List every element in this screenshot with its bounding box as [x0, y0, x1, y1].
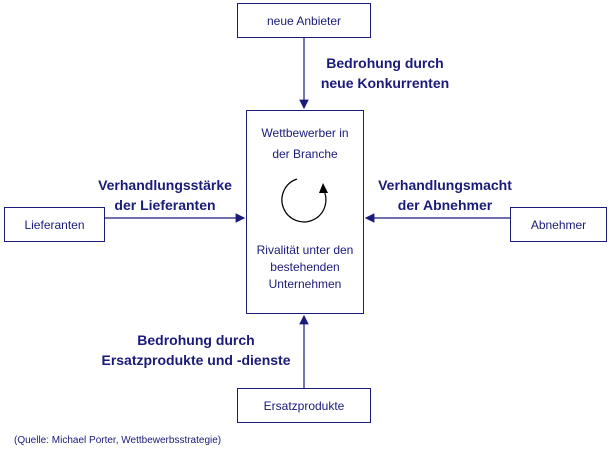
- cycle-arrow-icon: [281, 178, 328, 223]
- buyers-label: Abnehmer: [530, 217, 587, 232]
- industry-competitors-box: Wettbewerber in der Branche Rivalität un…: [246, 110, 364, 314]
- buyers-box: Abnehmer: [510, 207, 607, 242]
- threat-substitutes-label: Bedrohung durch Ersatzprodukte und -dien…: [86, 330, 306, 370]
- supplier-power-line1: Verhandlungsstärke: [98, 177, 232, 193]
- buyer-power-line1: Verhandlungsmacht: [378, 177, 512, 193]
- suppliers-box: Lieferanten: [4, 207, 105, 242]
- substitutes-label: Ersatzprodukte: [263, 398, 345, 413]
- rivalry-line1: Rivalität unter den: [256, 243, 354, 257]
- new-entrants-box: neue Anbieter: [237, 3, 371, 38]
- substitutes-box: Ersatzprodukte: [237, 388, 371, 423]
- buyer-power-line2: der Abnehmer: [397, 197, 493, 213]
- suppliers-label: Lieferanten: [24, 217, 85, 232]
- supplier-power-line2: der Lieferanten: [114, 197, 216, 213]
- supplier-power-label: Verhandlungsstärke der Lieferanten: [80, 175, 250, 215]
- new-entrants-label: neue Anbieter: [266, 13, 342, 28]
- source-citation: (Quelle: Michael Porter, Wettbewerbsstra…: [14, 435, 222, 446]
- threat-new-entrants-label: Bedrohung durch neue Konkurrenten: [305, 53, 465, 93]
- rivalry-line2: bestehenden: [270, 260, 340, 274]
- threat-new-entrants-line2: neue Konkurrenten: [320, 75, 450, 91]
- threat-substitutes-line1: Bedrohung durch: [137, 332, 255, 348]
- competitors-heading: Wettbewerber in der Branche: [247, 123, 363, 165]
- rivalry-line3: Unternehmen: [268, 277, 342, 291]
- competitors-heading-line2: der Branche: [272, 147, 338, 161]
- threat-substitutes-line2: Ersatzprodukte und -dienste: [101, 352, 291, 368]
- buyer-power-label: Verhandlungsmacht der Abnehmer: [370, 175, 520, 215]
- threat-new-entrants-line1: Bedrohung durch: [326, 55, 444, 71]
- competitors-heading-line1: Wettbewerber in: [261, 126, 349, 140]
- rivalry-text: Rivalität unter den bestehenden Unterneh…: [247, 242, 363, 293]
